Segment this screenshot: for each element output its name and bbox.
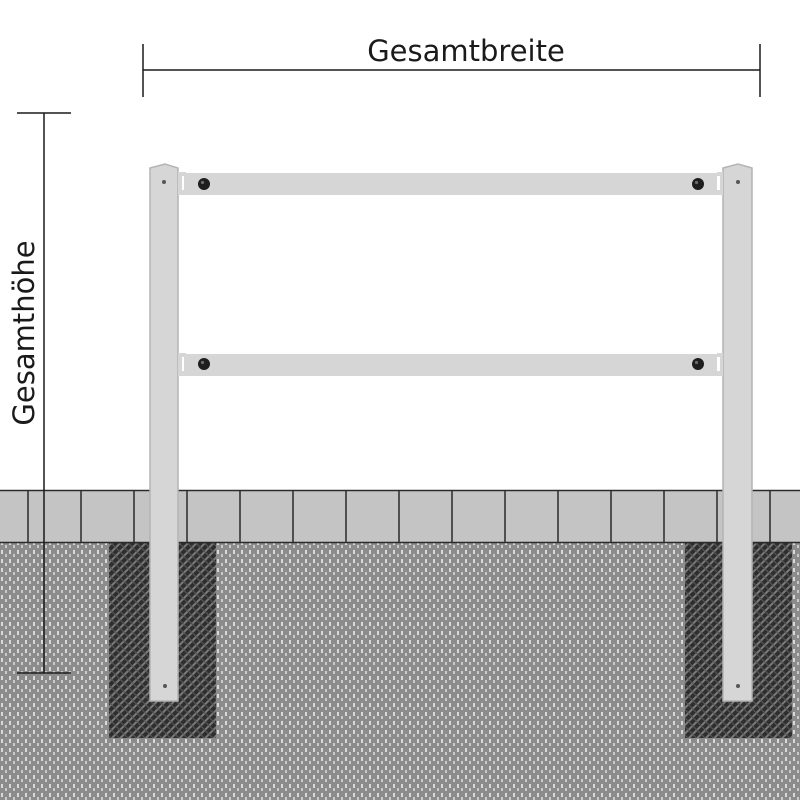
pavement-base xyxy=(0,490,800,543)
bolt-icon xyxy=(692,178,704,190)
railing xyxy=(149,163,753,702)
width-label: Gesamtbreite xyxy=(367,34,565,68)
rail-top xyxy=(178,172,723,195)
bolt-icon xyxy=(198,358,210,370)
bolt-icon xyxy=(198,178,210,190)
post-hole-icon xyxy=(736,180,740,184)
bolt-icon xyxy=(692,358,704,370)
post-hole-icon xyxy=(163,684,167,688)
post-left xyxy=(149,163,179,702)
width-dimension: Gesamtbreite xyxy=(142,34,761,97)
height-dimension: Gesamthöhe xyxy=(7,112,71,674)
post-hole-icon xyxy=(162,180,166,184)
pavement xyxy=(0,489,800,544)
rail-middle xyxy=(178,353,723,376)
post-right xyxy=(722,163,753,702)
height-label: Gesamthöhe xyxy=(7,240,41,425)
post-hole-icon xyxy=(736,684,740,688)
